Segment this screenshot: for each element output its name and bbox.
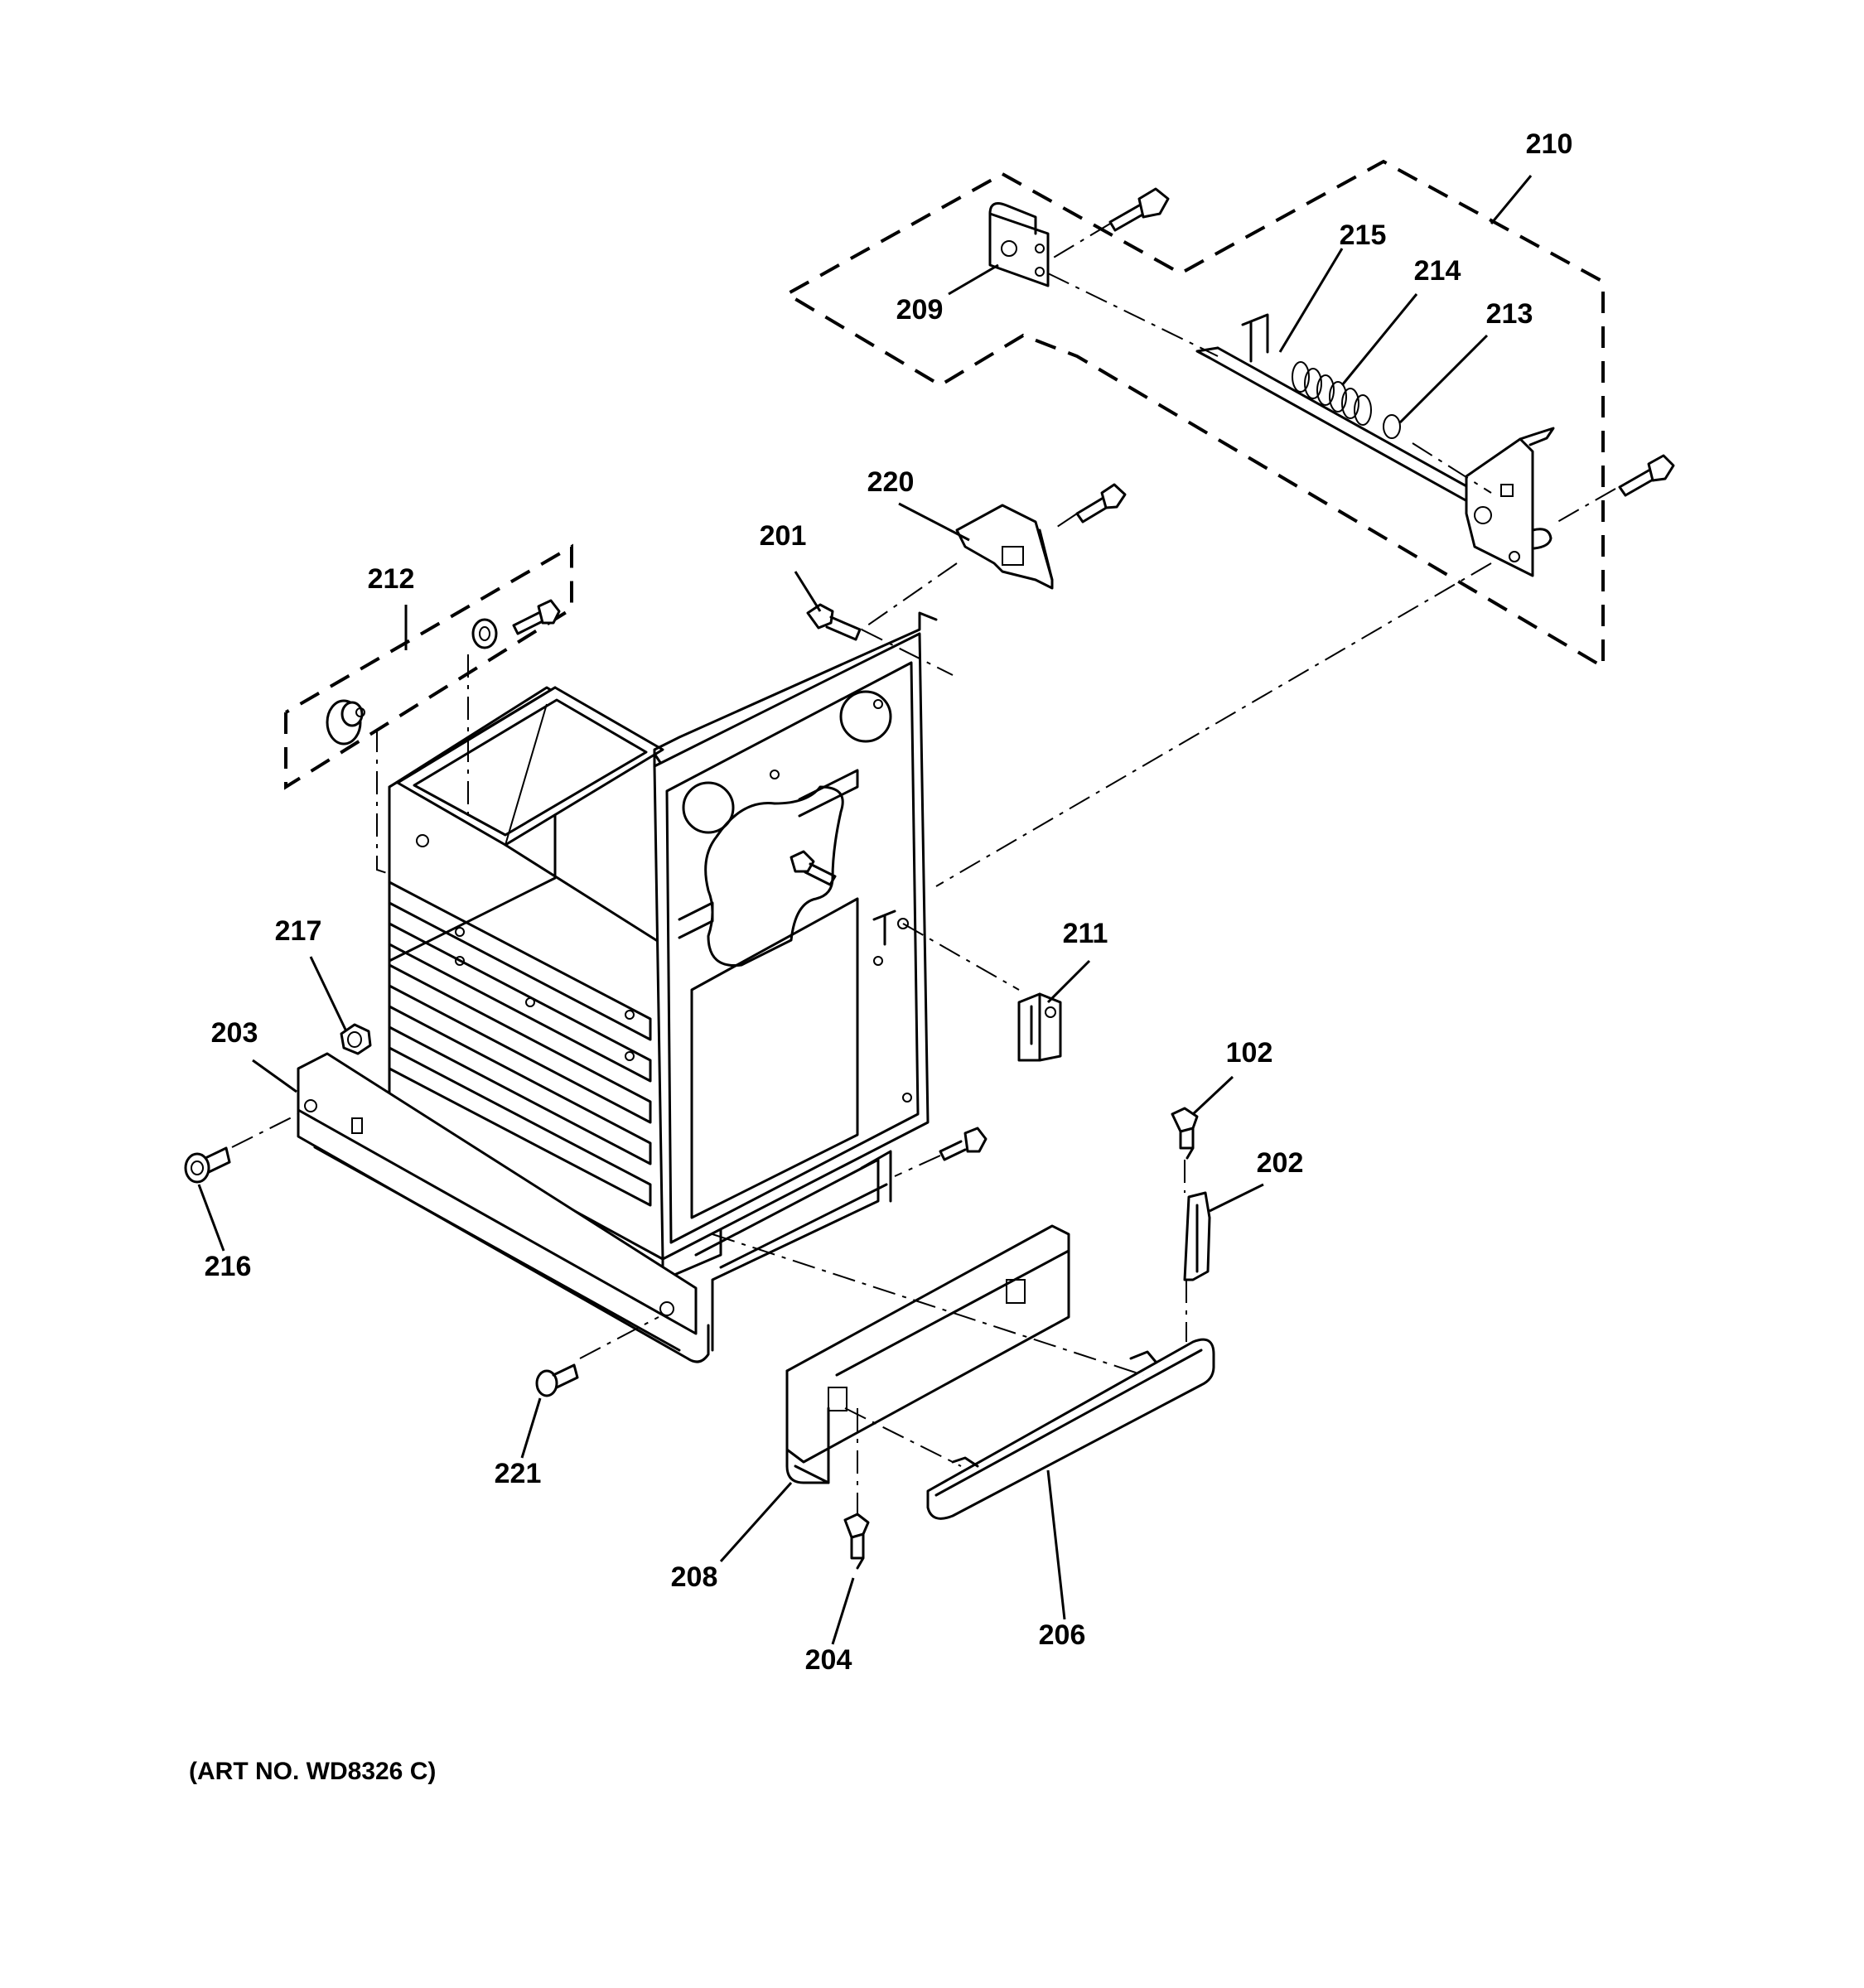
callout-215: 215: [1340, 220, 1387, 251]
latch-plate: [1465, 427, 1555, 577]
group-outline-212: [284, 543, 573, 790]
bracket-202: [1183, 1191, 1211, 1281]
callout-209: 209: [896, 294, 944, 326]
knob-212: [326, 699, 365, 746]
screw-212: [512, 599, 561, 635]
clip-213: [1383, 414, 1401, 439]
screw-204: [843, 1513, 870, 1570]
base-rail-203: [297, 1052, 710, 1363]
callout-221: 221: [495, 1458, 542, 1489]
callout-213: 213: [1486, 298, 1533, 330]
callout-220: 220: [867, 466, 915, 498]
callout-206: 206: [1039, 1619, 1086, 1651]
screw-220: [1075, 483, 1127, 524]
nut-217: [340, 1023, 372, 1055]
cabinet-slats: [388, 881, 652, 1207]
spring-214: [1292, 361, 1372, 426]
bolt-221: [535, 1363, 579, 1397]
cabinet-body: [388, 611, 938, 1352]
callout-201: 201: [760, 520, 807, 552]
latch-rod-assembly: [1195, 313, 1555, 577]
kick-plate-208: [785, 1224, 1070, 1484]
callout-204: 204: [805, 1644, 852, 1676]
bracket-220: [955, 504, 1054, 590]
art-number: (ART NO. WD8326 C): [189, 1758, 436, 1785]
callout-214: 214: [1414, 255, 1461, 287]
callout-211: 211: [1063, 918, 1108, 949]
callout-102: 102: [1226, 1037, 1273, 1069]
screw-top-hinge: [1108, 187, 1170, 232]
hinge-bracket-209: [988, 202, 1050, 287]
screw-lower-middle: [939, 1127, 988, 1161]
callout-216: 216: [205, 1251, 252, 1282]
callout-202: 202: [1257, 1147, 1304, 1179]
leader-lines: [197, 175, 1533, 1645]
group-outline-210: [783, 159, 1605, 670]
callout-labels: 210 215 214 213 209 220 201 212 211 217 …: [205, 128, 1573, 1676]
screw-201: [806, 603, 862, 641]
bolt-216: [184, 1146, 231, 1184]
screw-latch-right: [1618, 454, 1675, 497]
screw-102: [1171, 1107, 1199, 1160]
callout-210: 210: [1526, 128, 1573, 160]
callout-203: 203: [211, 1017, 258, 1049]
washer-212: [471, 618, 498, 649]
alignment-guides: [231, 223, 1616, 1516]
callout-208: 208: [671, 1561, 718, 1593]
bracket-211: [1017, 992, 1062, 1062]
callout-212: 212: [368, 563, 415, 595]
callout-217: 217: [275, 915, 322, 947]
toe-rail-206: [926, 1338, 1215, 1520]
